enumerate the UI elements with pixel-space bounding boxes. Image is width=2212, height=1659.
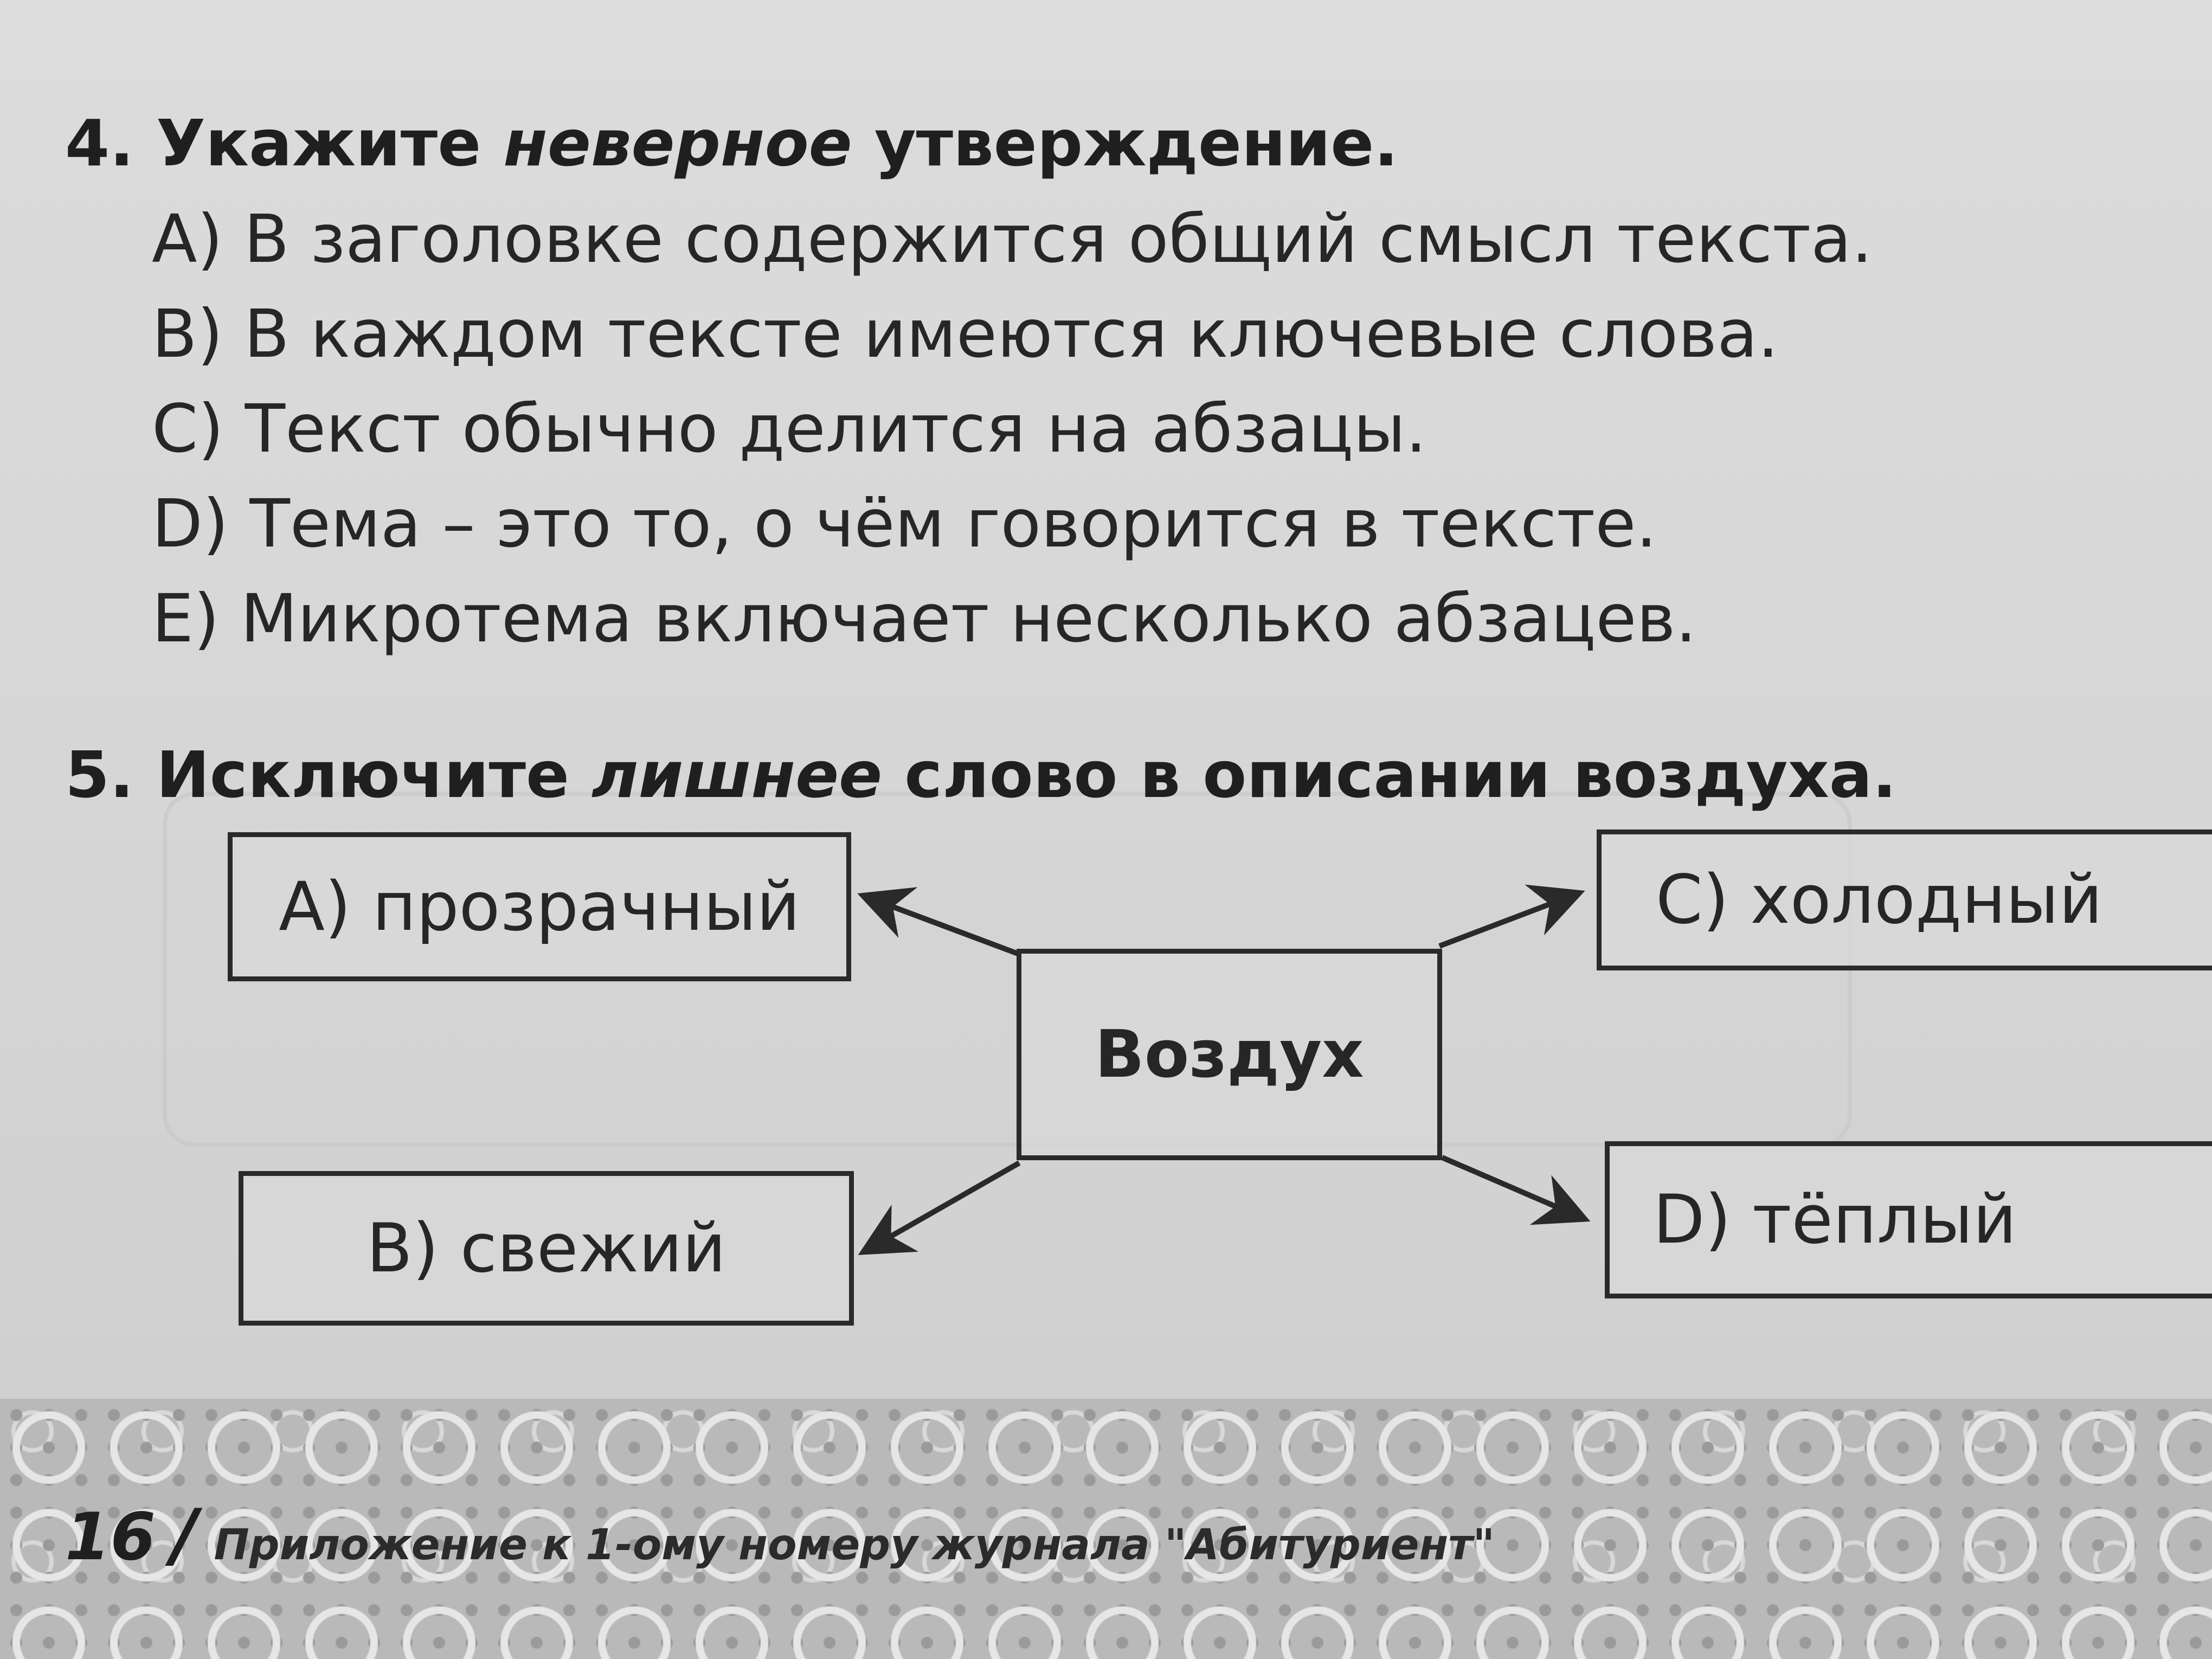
arrow-to-option-b xyxy=(858,1160,1021,1255)
page-footer: 16 / Приложение к 1-ому номеру журнала "… xyxy=(65,1494,1495,1576)
question-4-option-a: A) В заголовке содержится общий смысл те… xyxy=(152,201,1873,278)
option-d-box: D) тёплый xyxy=(1605,1141,2212,1298)
question-4-prefix: 4. Укажите xyxy=(65,106,504,181)
journal-title: Приложение к 1-ому номеру журнала "Абиту… xyxy=(214,1521,1495,1570)
question-4-option-e: E) Микротема включает несколько абзацев. xyxy=(152,580,1697,657)
arrow-to-option-d xyxy=(1441,1155,1591,1225)
question-4-suffix: утверждение. xyxy=(852,106,1399,181)
diagram-arrows xyxy=(857,884,1591,1255)
question-4-option-b: B) В каждом тексте имеются ключевые слов… xyxy=(152,295,1779,372)
arrow-to-option-a xyxy=(857,887,1020,957)
question-5-prefix: 5. Исключите xyxy=(65,737,592,812)
footer-slash: / xyxy=(172,1494,198,1576)
question-5-title: 5. Исключите лишнее слово в описании воз… xyxy=(65,737,1896,812)
textbook-page: 4. Укажите неверное утверждение. A) В за… xyxy=(0,0,2212,1399)
question-4-option-c: C) Текст обычно делится на абзацы. xyxy=(152,390,1427,467)
option-a-box: A) прозрачный xyxy=(228,832,851,981)
decorative-footer-pattern xyxy=(0,1399,2212,1659)
question-5-suffix: слово в описании воздуха. xyxy=(882,737,1897,812)
question-5-emphasis: лишнее xyxy=(591,737,883,812)
arrow-to-option-c xyxy=(1438,884,1585,949)
question-4-title: 4. Укажите неверное утверждение. xyxy=(65,106,1398,181)
question-4-emphasis: неверное xyxy=(503,106,852,181)
option-c-box: C) холодный xyxy=(1597,829,2212,970)
question-4-option-d: D) Тема – это то, о чём говорится в текс… xyxy=(152,485,1657,562)
center-box-air: Воздух xyxy=(1017,949,1442,1160)
option-b-box: B) свежий xyxy=(239,1171,854,1326)
page-number: 16 xyxy=(65,1500,156,1575)
